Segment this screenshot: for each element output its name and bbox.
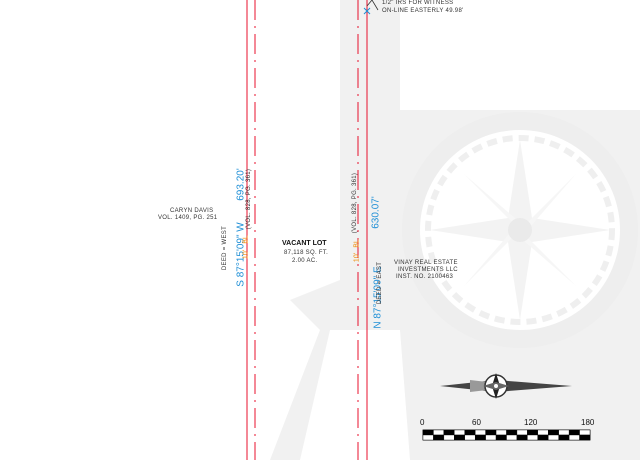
west-bl-ref: (VOL. 828, PG. 361) xyxy=(246,168,252,230)
scale-bar-cell xyxy=(558,434,570,441)
scale-bar-cell xyxy=(527,434,539,441)
scale-bar-cell xyxy=(485,434,497,441)
watermark xyxy=(270,0,640,460)
east-owner-ref: INST. NO. 2100463 xyxy=(396,274,454,280)
scale-bar-cell xyxy=(568,434,580,441)
scale-bar-cell xyxy=(485,429,497,436)
scale-label-180: 180 xyxy=(581,418,595,427)
scale-bar-cell xyxy=(454,434,465,441)
scale-bar-cell xyxy=(495,429,507,436)
east-distance: 630.07' xyxy=(370,196,382,229)
scale-bar-cell xyxy=(474,429,486,436)
scale-bar-cell xyxy=(443,429,455,436)
lot-area-acres: 2.00 AC. xyxy=(292,258,318,264)
scale-bar-cell xyxy=(433,429,445,436)
scale-bar-cell xyxy=(579,429,591,436)
west-owner-name: CARYN DAVIS xyxy=(170,208,214,214)
scale-bar-cells xyxy=(422,429,591,441)
scale-bar-cell xyxy=(506,429,518,436)
east-deed-note: DEED = EAST xyxy=(377,261,383,305)
scale-bar-cell xyxy=(537,434,549,441)
witness-marker xyxy=(363,0,379,15)
scale-bar-cell xyxy=(464,434,476,441)
scale-bar-cell xyxy=(422,434,434,441)
scale-bar-cell xyxy=(454,429,465,436)
west-owner-ref: VOL. 1409, PG. 251 xyxy=(158,215,218,221)
scale-bar-cell xyxy=(516,434,528,441)
scale-bar-cell xyxy=(527,429,539,436)
scale-bar-cell xyxy=(568,429,580,436)
scale-bar-cell xyxy=(548,434,559,441)
scale-bar-cell xyxy=(506,434,518,441)
lot-area-sqft: 87,118 SQ. FT. xyxy=(284,250,329,256)
west-distance: 693.20' xyxy=(235,168,247,201)
scale-bar-cell xyxy=(443,434,455,441)
north-arrow-icon xyxy=(440,373,572,399)
scale-bar-cell xyxy=(537,429,549,436)
scale-label-60: 60 xyxy=(472,418,481,427)
scale-bar-cell xyxy=(433,434,445,441)
scale-bar-cell xyxy=(516,429,528,436)
scale-bar-cell xyxy=(579,434,591,441)
scale-bar-cell xyxy=(558,429,570,436)
scale-label-120: 120 xyxy=(524,418,538,427)
witness-note-line1: 1/2" IRS FOR WITNESS xyxy=(382,0,454,6)
lot-title: VACANT LOT xyxy=(282,240,327,247)
east-bl-ref: (VOL. 828, PG. 361) xyxy=(352,172,358,234)
witness-note-line2: ON-LINE EASTERLY 49.98' xyxy=(382,8,464,14)
scale-bar-cell xyxy=(474,434,486,441)
scale-bar-cell xyxy=(422,429,434,436)
east-owner-name: VINAY REAL ESTATE xyxy=(394,260,458,266)
scale-bar-cell xyxy=(464,429,476,436)
scale-label-0: 0 xyxy=(420,418,425,427)
west-deed-note: DEED = WEST xyxy=(222,225,228,271)
scale-bar-cell xyxy=(495,434,507,441)
scale-bar-cell xyxy=(548,429,559,436)
east-owner-name2: INVESTMENTS LLC xyxy=(398,267,458,273)
